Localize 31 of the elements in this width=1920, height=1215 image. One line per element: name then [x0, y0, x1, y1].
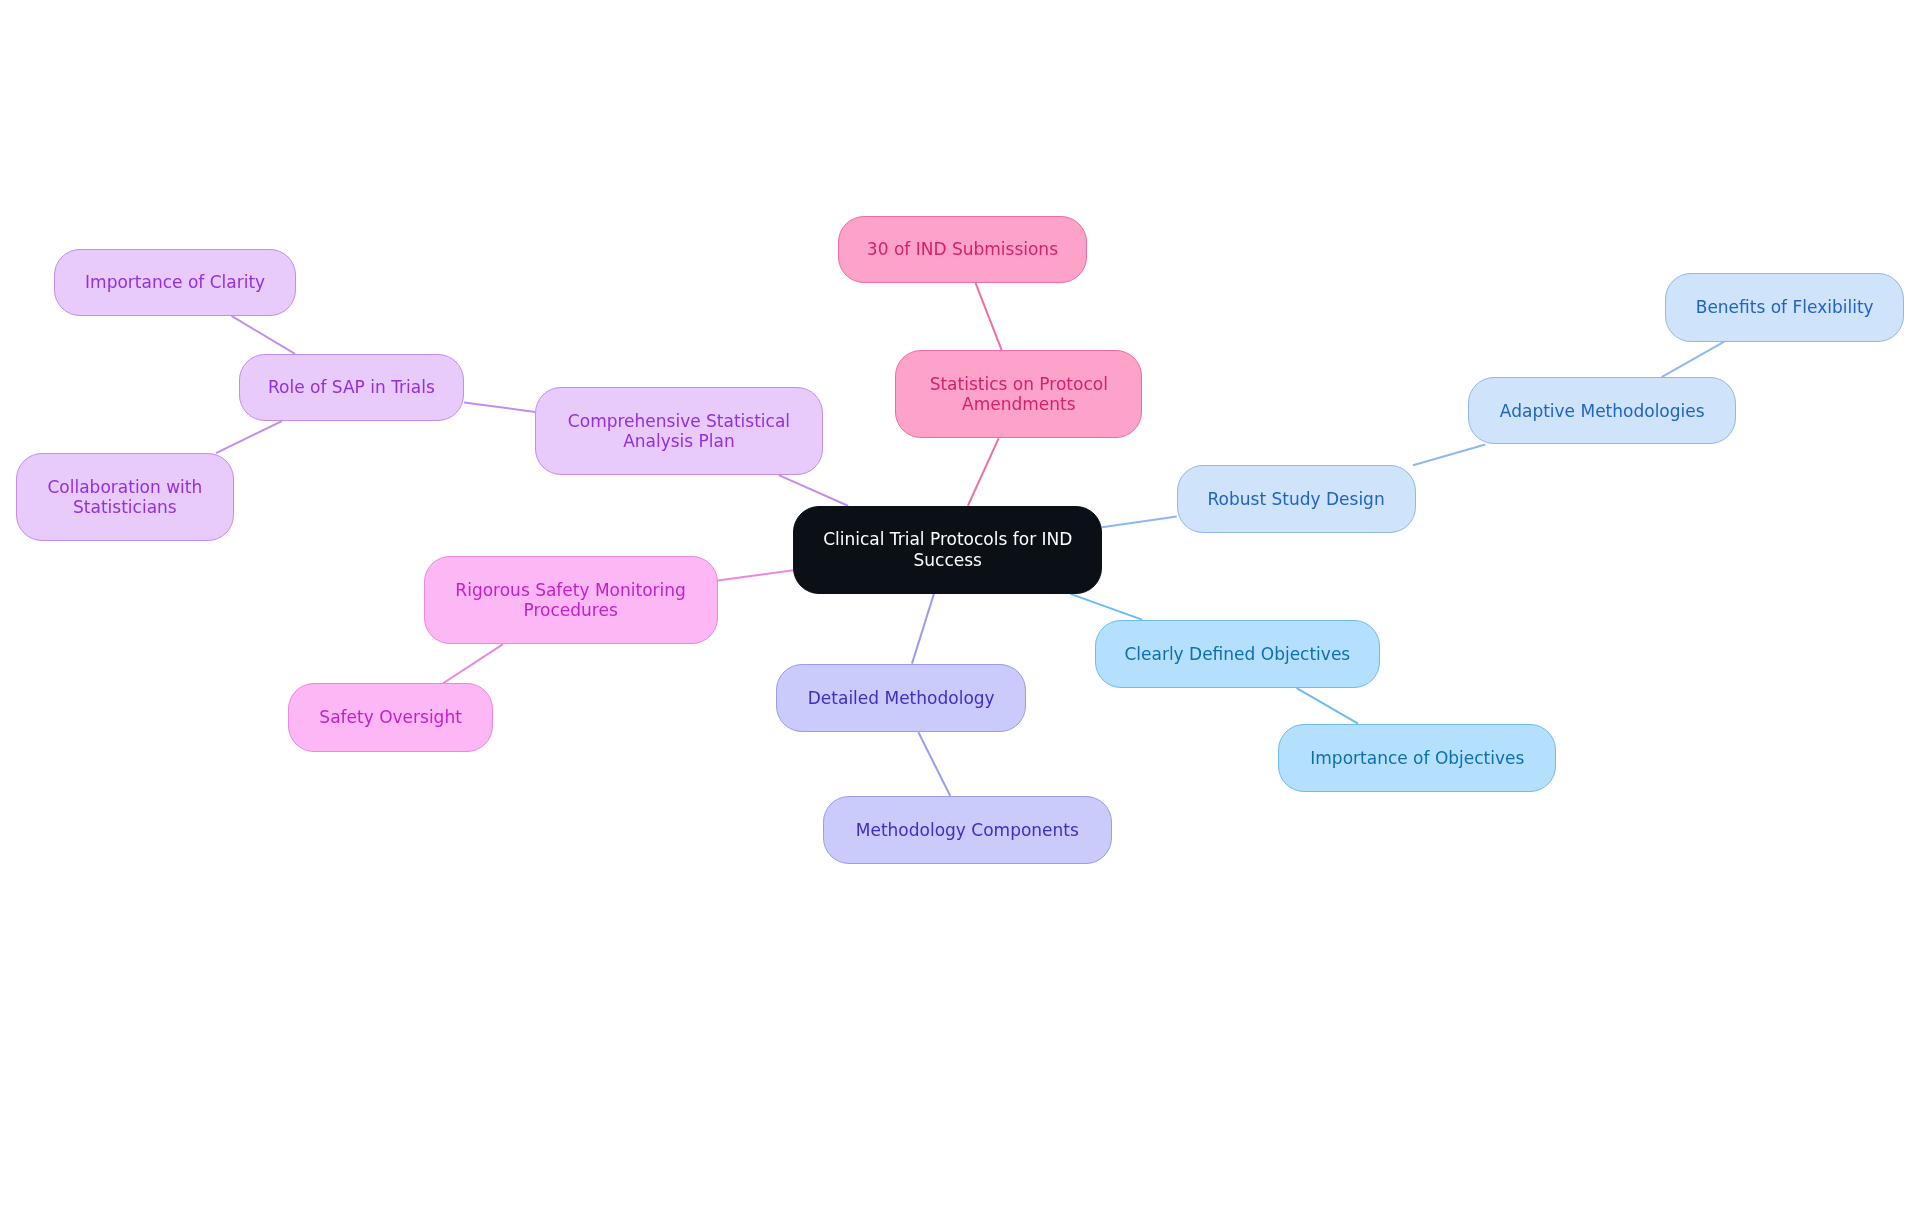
- connector-line: [974, 281, 1003, 352]
- connector-line: [1660, 340, 1726, 379]
- connector-line: [716, 569, 795, 582]
- connector-line: [1101, 515, 1178, 529]
- connector-line: [442, 643, 505, 685]
- topic-node: Role of SAP in Trials: [238, 353, 465, 422]
- topic-node: Detailed Methodology: [776, 663, 1027, 733]
- connector-line: [230, 314, 297, 355]
- topic-node: Safety Oversight: [287, 683, 494, 752]
- topic-node: 30 of IND Submissions: [837, 215, 1088, 283]
- connector-line: [215, 420, 283, 455]
- connector-line: [917, 731, 952, 797]
- topic-node: Methodology Components: [822, 795, 1112, 865]
- topic-node: Robust Study Design: [1176, 465, 1416, 533]
- topic-node: Rigorous Safety Monitoring Procedures: [423, 555, 718, 645]
- connector-line: [777, 474, 849, 507]
- connector-line: [1069, 592, 1143, 621]
- topic-node: Adaptive Methodologies: [1468, 377, 1737, 445]
- topic-node: Comprehensive Statistical Analysis Plan: [535, 386, 823, 476]
- connector-line: [463, 401, 537, 413]
- connector-line: [911, 592, 935, 665]
- connector-line: [1295, 687, 1360, 725]
- topic-node: Importance of Objectives: [1278, 723, 1557, 793]
- connector-line: [966, 437, 1000, 507]
- central-topic-node: Clinical Trial Protocols for IND Success: [793, 505, 1103, 594]
- topic-node: Importance of Clarity: [53, 248, 297, 316]
- topic-node: Statistics on Protocol Amendments: [895, 350, 1143, 439]
- topic-node: Benefits of Flexibility: [1665, 273, 1905, 342]
- topic-node: Clearly Defined Objectives: [1094, 619, 1380, 689]
- connector-line: [1412, 443, 1487, 467]
- topic-node: Collaboration with Statisticians: [15, 453, 234, 542]
